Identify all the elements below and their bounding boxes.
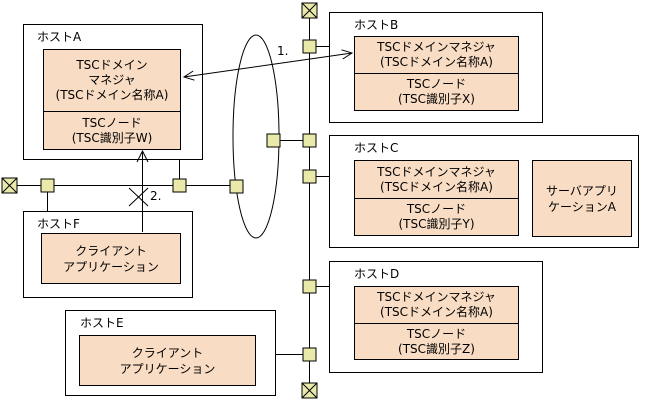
connector-square-host-c [302, 169, 317, 184]
host-c-tsc-node: TSCノード (TSC識別子Y) [398, 202, 475, 231]
host-d-box: ホストD TSCドメインマネジャ (TSCドメイン名称A) TSCノード (TS… [329, 261, 543, 373]
host-d-label: ホストD [354, 267, 400, 281]
arrow-1-double-headed [182, 49, 354, 81]
arrow-2-vertical [136, 149, 149, 232]
connector-square-host-d [302, 279, 317, 294]
host-e-client-application: クライアント アプリケーション [79, 335, 256, 386]
host-b-label: ホストB [354, 18, 399, 32]
terminator-icon-top [301, 2, 318, 19]
host-f-box: ホストF クライアント アプリケーション [23, 211, 193, 298]
host-f-client-application: クライアント アプリケーション [41, 233, 181, 284]
host-b-box: ホストB TSCドメインマネジャ (TSCドメイン名称A) TSCノード (TS… [329, 12, 543, 123]
arrow-2-label: 2. [150, 189, 162, 203]
terminator-icon-left [1, 177, 18, 194]
host-a-tsc-box: TSCドメイン マネジャ (TSCドメイン名称A) TSCノード (TSC識別子… [43, 49, 181, 150]
connector-square-host-f [40, 178, 55, 193]
host-a-tsc-domain-manager: TSCドメイン マネジャ (TSCドメイン名称A) [44, 50, 180, 112]
arrow-1-label: 1. [277, 44, 289, 58]
host-d-tsc-domain-manager: TSCドメインマネジャ (TSCドメイン名称A) [355, 287, 518, 324]
host-d-tsc-box: TSCドメインマネジャ (TSCドメイン名称A) TSCノード (TSC識別子Z… [354, 286, 519, 360]
host-e-box: ホストE クライアント アプリケーション [65, 310, 276, 396]
host-c-tsc-box: TSCドメインマネジャ (TSCドメイン名称A) TSCノード (TSC識別子Y… [354, 160, 519, 236]
x-cross-mark-icon [128, 187, 149, 207]
connector-square-host-b [302, 39, 317, 54]
terminator-icon-bottom [301, 382, 318, 399]
connector-square-ellipse-left [229, 179, 244, 194]
connector-square-host-e [302, 347, 317, 362]
host-f-label: ホストF [37, 217, 80, 231]
host-c-server-application: サーバアプリ ケーションA [532, 160, 632, 237]
host-a-label: ホストA [37, 30, 82, 44]
host-c-label: ホストC [354, 141, 399, 155]
host-a-box: ホストA TSCドメイン マネジャ (TSCドメイン名称A) TSCノード (T… [23, 24, 203, 160]
host-c-tsc-domain-manager: TSCドメインマネジャ (TSCドメイン名称A) [355, 161, 518, 199]
host-d-tsc-node: TSCノード (TSC識別子Z) [398, 326, 475, 356]
host-c-box: ホストC TSCドメインマネジャ (TSCドメイン名称A) TSCノード (TS… [329, 135, 639, 248]
connector-square-ellipse-right [266, 133, 281, 148]
host-b-tsc-box: TSCドメインマネジャ (TSCドメイン名称A) TSCノード (TSC識別子X… [354, 36, 519, 111]
host-e-label: ホストE [80, 316, 124, 330]
connector-square-host-a [172, 178, 187, 193]
connector-square-bus-ellipse [302, 133, 317, 148]
host-a-tsc-node: TSCノード (TSC識別子W) [71, 115, 153, 145]
host-b-tsc-domain-manager: TSCドメインマネジャ (TSCドメイン名称A) [355, 37, 518, 74]
host-b-tsc-node: TSCノード (TSC識別子X) [398, 77, 475, 106]
